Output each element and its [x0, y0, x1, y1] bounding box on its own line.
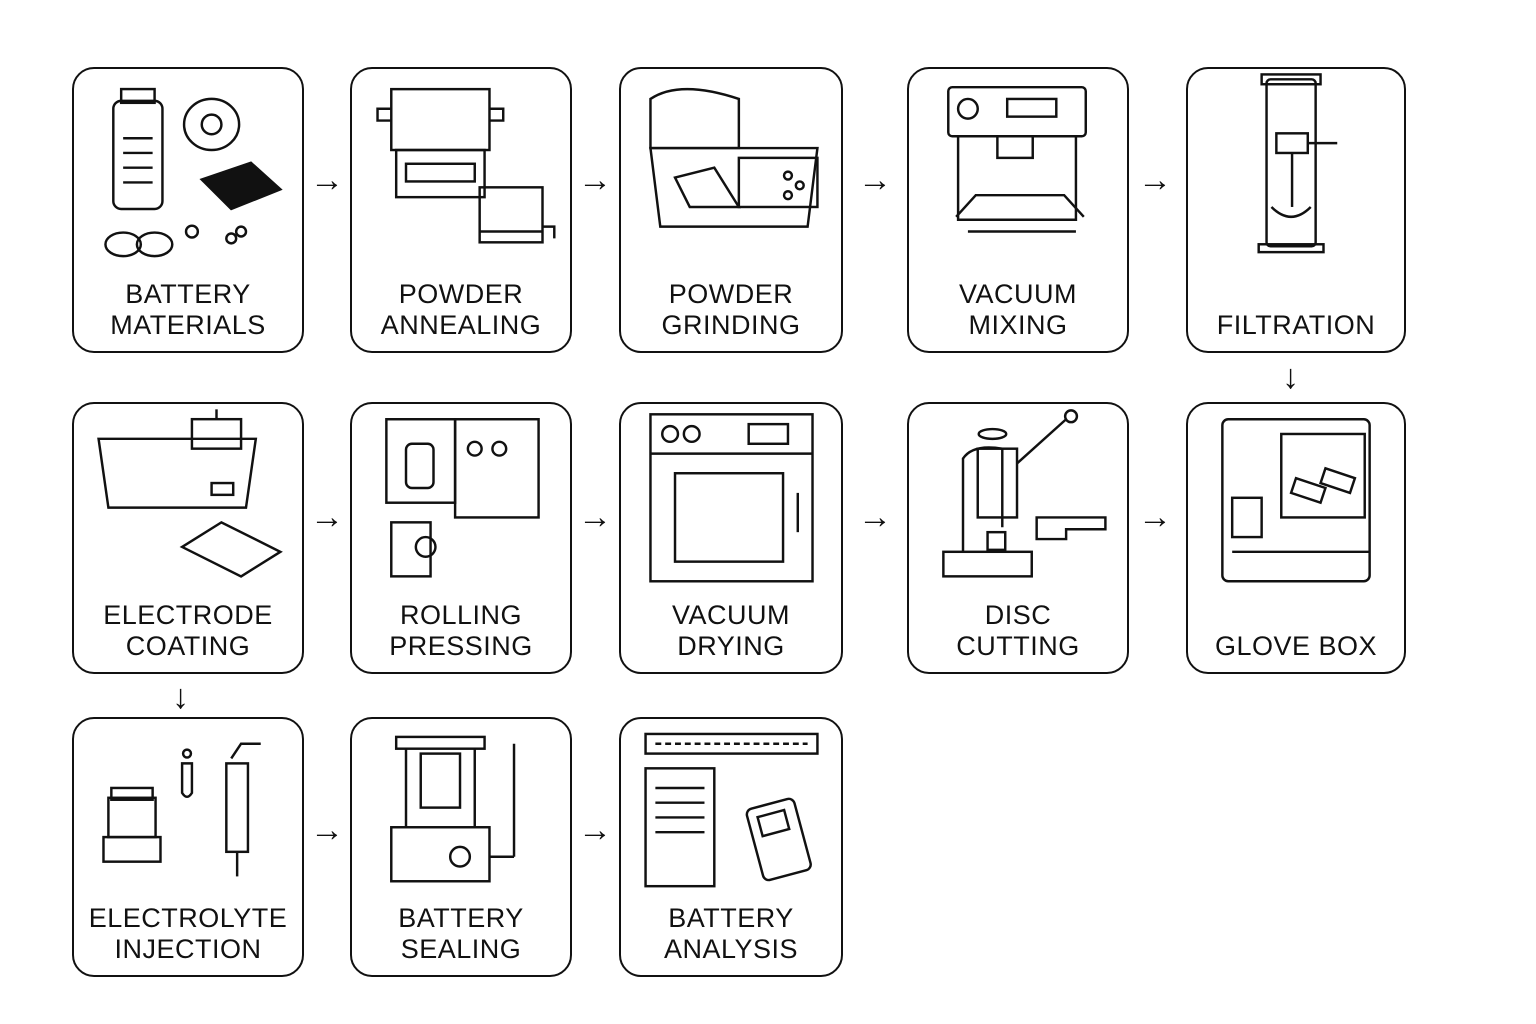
step-label-line2: DRYING — [677, 631, 785, 661]
step-label-line2: PRESSING — [389, 631, 533, 661]
arrow-down: ↓ — [172, 678, 189, 716]
glove-box-icon — [1221, 418, 1371, 583]
vacuum-mixer-icon — [947, 85, 1087, 233]
step-label-line1: GLOVE BOX — [1214, 631, 1378, 661]
step-label-line2: GRINDING — [661, 310, 801, 340]
step-glove-box: GLOVE BOX — [1186, 402, 1406, 674]
arrow-right: → — [310, 498, 344, 536]
step-label-line2: ANNEALING — [380, 310, 542, 340]
step-label-line1: BATTERY — [125, 279, 251, 309]
step-label-line1: BATTERY — [398, 903, 524, 933]
arrow-right: → — [1138, 498, 1172, 536]
battery-sealer-icon — [390, 735, 516, 883]
step-label-line2: MATERIALS — [110, 310, 266, 340]
step-label-line1: VACUUM — [958, 279, 1077, 309]
arrow-right: → — [578, 811, 612, 849]
step-label-line2: INJECTION — [114, 934, 262, 964]
arrow-right: → — [310, 161, 344, 199]
step-label-line1: ELECTROLYTE — [88, 903, 288, 933]
step-label-line1: POWDER — [398, 279, 524, 309]
step-label-line1: BATTERY — [668, 903, 794, 933]
step-label-line2: CUTTING — [956, 631, 1080, 661]
filtration-apparatus-icon — [1257, 73, 1338, 254]
step-label-line1: POWDER — [668, 279, 794, 309]
step-filtration: FILTRATION — [1186, 67, 1406, 353]
step-label-line1: FILTRATION — [1216, 310, 1376, 340]
annealing-furnace-icon — [376, 87, 556, 244]
arrow-right: → — [1138, 161, 1172, 199]
disc-cutter-icon — [942, 409, 1107, 578]
step-label-line2: MIXING — [968, 310, 1068, 340]
arrow-right: → — [858, 498, 892, 536]
arrow-right: → — [578, 498, 612, 536]
arrow-right: → — [858, 161, 892, 199]
step-label-line2: SEALING — [400, 934, 522, 964]
battery-materials-icon — [104, 87, 283, 258]
vacuum-oven-icon — [649, 413, 814, 583]
battery-analyzer-icon — [644, 732, 819, 888]
step-label-line1: DISC — [984, 600, 1052, 630]
electrolyte-injection-icon — [102, 742, 261, 877]
rolling-press-icon — [385, 418, 540, 578]
arrow-right: → — [310, 811, 344, 849]
step-label-line2: COATING — [125, 631, 251, 661]
electrode-coater-icon — [97, 409, 283, 578]
arrow-down: ↓ — [1282, 358, 1299, 396]
arrow-right: → — [578, 161, 612, 199]
step-label-line2: ANALYSIS — [663, 934, 799, 964]
step-label-line1: ELECTRODE — [103, 600, 273, 630]
grinding-mill-icon — [649, 87, 819, 228]
step-label-line1: VACUUM — [671, 600, 790, 630]
step-label-line1: ROLLING — [399, 600, 523, 630]
